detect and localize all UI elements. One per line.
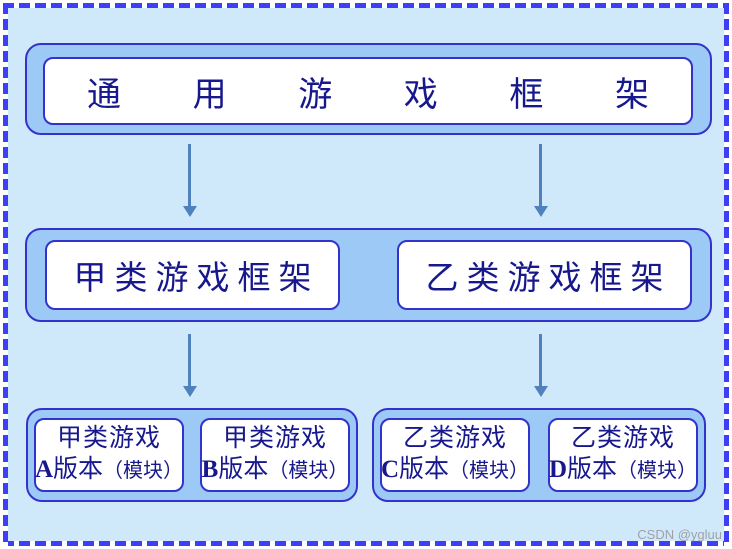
- jia-modules-group: 甲类游戏 A版本（模块） 甲类游戏 B版本（模块）: [26, 408, 358, 502]
- module-title: 甲类游戏: [222, 425, 327, 452]
- down-arrow-icon: [539, 144, 542, 206]
- module-version: A版本（模块）: [35, 454, 183, 487]
- dashed-border-left: [3, 3, 8, 546]
- version-letter: B: [201, 456, 219, 483]
- module-version: C版本（模块）: [381, 454, 529, 487]
- module-suffix: （模块）: [449, 460, 530, 482]
- module-version: D版本（模块）: [549, 454, 697, 487]
- dashed-border-right: [724, 3, 729, 546]
- version-rest: 版本: [567, 456, 618, 483]
- version-letter: C: [380, 456, 400, 483]
- version-rest: 版本: [53, 456, 104, 483]
- level2-group: 甲类游戏框架 乙类游戏框架: [25, 228, 712, 322]
- watermark: CSDN @ygluu: [637, 527, 722, 542]
- module-version: B版本（模块）: [202, 454, 349, 487]
- module-title: 甲类游戏: [56, 425, 161, 452]
- down-arrow-icon: [188, 334, 191, 386]
- root-group: 通用游戏框架: [25, 43, 712, 135]
- down-arrow-icon: [188, 144, 191, 206]
- dashed-border-bottom: [3, 541, 729, 546]
- module-suffix: （模块）: [103, 460, 184, 482]
- module-node-b: 甲类游戏 B版本（模块）: [200, 418, 350, 492]
- level2-node-yi: 乙类游戏框架: [397, 240, 692, 310]
- version-rest: 版本: [399, 456, 450, 483]
- module-title: 乙类游戏: [570, 425, 675, 452]
- yi-modules-group: 乙类游戏 C版本（模块） 乙类游戏 D版本（模块）: [372, 408, 706, 502]
- root-node: 通用游戏框架: [43, 57, 693, 125]
- dashed-border-top: [3, 3, 729, 8]
- level2-node-jia: 甲类游戏框架: [45, 240, 340, 310]
- down-arrow-icon: [539, 334, 542, 386]
- module-title: 乙类游戏: [402, 425, 507, 452]
- module-suffix: （模块）: [268, 460, 349, 482]
- module-node-d: 乙类游戏 D版本（模块）: [548, 418, 698, 492]
- version-letter: A: [34, 456, 54, 483]
- module-suffix: （模块）: [617, 460, 698, 482]
- module-node-a: 甲类游戏 A版本（模块）: [34, 418, 184, 492]
- module-node-c: 乙类游戏 C版本（模块）: [380, 418, 530, 492]
- version-rest: 版本: [218, 456, 269, 483]
- version-letter: D: [548, 456, 568, 483]
